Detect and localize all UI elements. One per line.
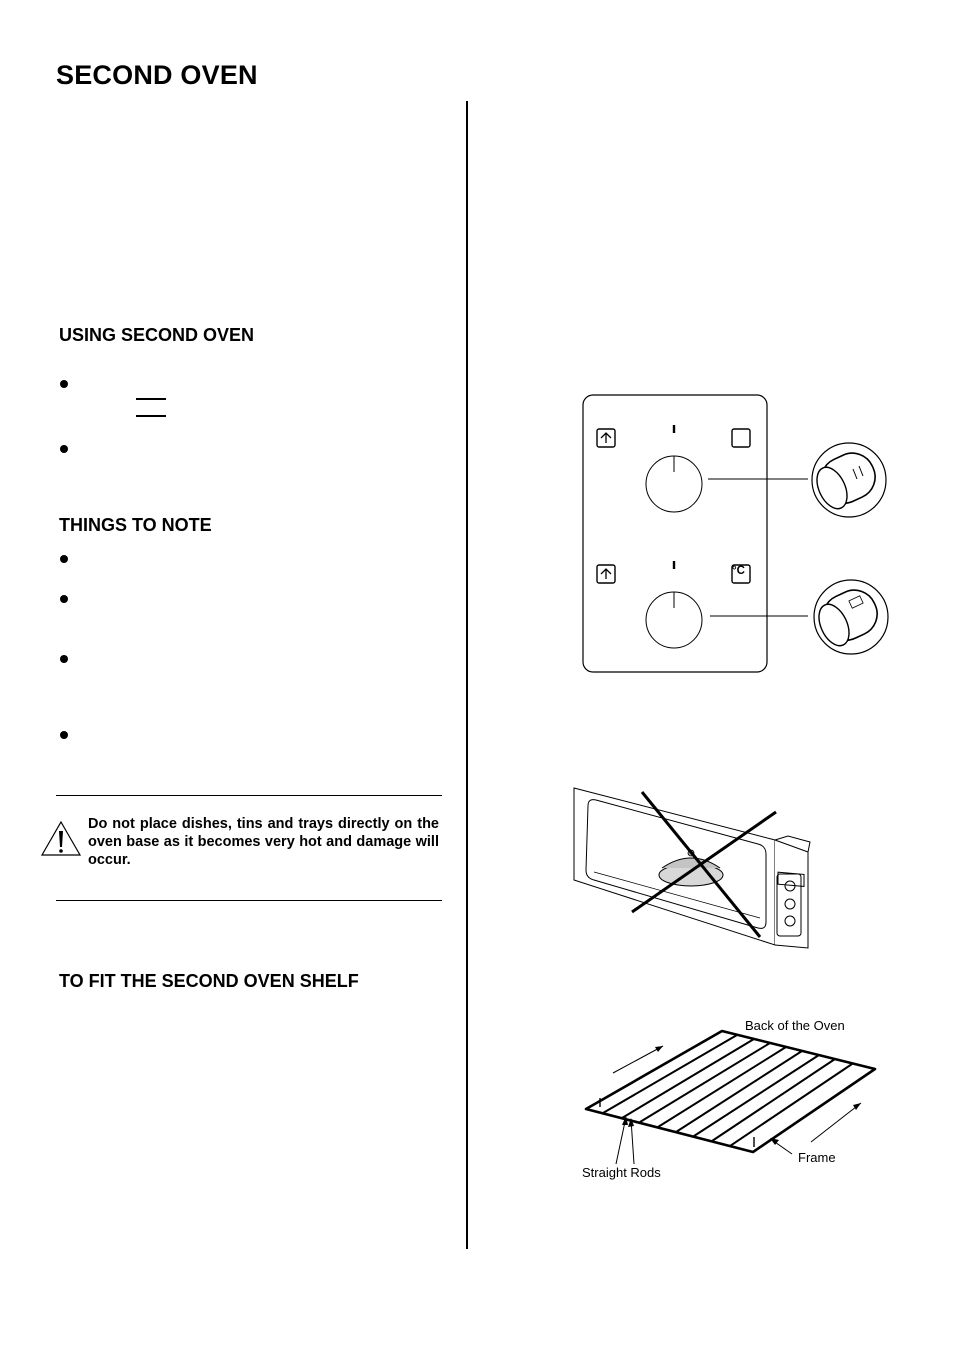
bullet-point [60,655,68,663]
control-panel-illustration [582,394,889,673]
warning-text: Do not place dishes, tins and trays dire… [88,816,439,868]
column-divider [466,101,468,1249]
oven-dish-on-base-illustration [573,787,811,949]
back-of-oven-label: Back of the Oven [745,1018,845,1033]
using-second-oven-heading: USING SECOND OVEN [59,325,255,345]
page-title: SECOND OVEN [56,60,258,90]
bullet-point [60,595,68,603]
bullet-point [60,731,68,739]
warning-bottom-rule [56,900,442,901]
warning-triangle-icon [40,820,82,856]
bullet-point [60,555,68,563]
warning-top-rule [56,795,442,796]
bullet-point [60,380,68,388]
setting-symbol-bottom-line [136,415,166,417]
setting-symbol-top-line [136,398,166,400]
frame-label: Frame [798,1150,836,1165]
fit-shelf-heading: TO FIT THE SECOND OVEN SHELF [59,971,359,991]
oven-shelf-illustration [584,1029,877,1165]
straight-rods-label: Straight Rods [582,1165,661,1180]
celsius-label: °C [732,565,745,577]
bullet-point [60,445,68,453]
things-to-note-heading: THINGS TO NOTE [59,515,212,535]
